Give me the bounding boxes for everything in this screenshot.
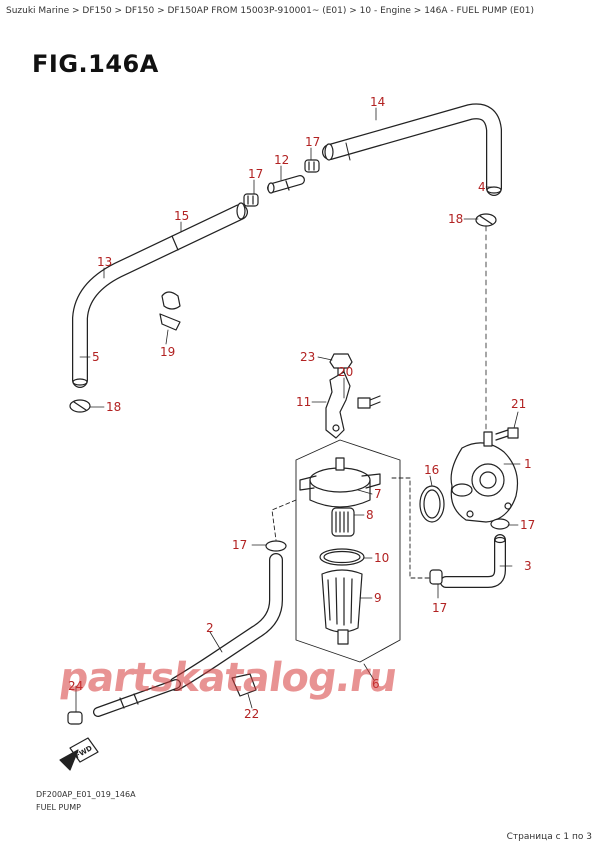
- clamp-18-part: [475, 213, 497, 433]
- element-8-part: [331, 507, 355, 537]
- callout-4: 4: [478, 180, 486, 194]
- clamp-18-part: [69, 399, 91, 413]
- clamp-17-part: [429, 569, 443, 585]
- hose-14-part: [322, 103, 502, 196]
- callout-22: 22: [244, 707, 259, 721]
- pipe-12-part: [267, 175, 305, 194]
- watermark: partskatalog.ru: [56, 655, 400, 701]
- filter-frame: [271, 439, 433, 663]
- callout-12: 12: [274, 153, 289, 167]
- clamp-17-part: [490, 518, 510, 530]
- clip-19-part: [159, 291, 181, 331]
- footer-code: DF200AP_E01_019_146A: [36, 790, 136, 799]
- o-ring-10-part: [319, 548, 365, 566]
- callout-17: 17: [248, 167, 263, 181]
- fuel-pump-1-part: [450, 431, 519, 523]
- callout-2: 2: [206, 621, 214, 635]
- hose-2-part: [169, 553, 283, 691]
- callout-21: 21: [511, 397, 526, 411]
- callout-18: 18: [448, 212, 463, 226]
- clamp-17-part: [304, 159, 320, 173]
- callout-17: 17: [232, 538, 247, 552]
- callout-9: 9: [374, 591, 382, 605]
- callout-7: 7: [374, 487, 382, 501]
- hose-15-part: [72, 202, 248, 388]
- callout-5: 5: [92, 350, 100, 364]
- cup-9-part: [321, 569, 363, 645]
- clip-22-part: [231, 673, 257, 697]
- fwd-arrow-icon: [59, 737, 99, 771]
- callout-20: 20: [338, 365, 353, 379]
- callout-24: 24: [68, 679, 83, 693]
- clamp-17-part: [265, 540, 287, 552]
- callout-18: 18: [106, 400, 121, 414]
- breadcrumb: Suzuki Marine > DF150 > DF150 > DF150AP …: [6, 6, 535, 16]
- callout-17: 17: [305, 135, 320, 149]
- leader-lines: [75, 107, 521, 713]
- callout-10: 10: [374, 551, 389, 565]
- joint-24-part: [67, 679, 181, 725]
- callout-17: 17: [520, 518, 535, 532]
- filter-cap-7-part: [299, 457, 381, 508]
- callout-19: 19: [160, 345, 175, 359]
- footer-caption: FUEL PUMP: [36, 803, 81, 812]
- callout-15: 15: [174, 209, 189, 223]
- bolt-20-part: [357, 395, 381, 409]
- callout-23: 23: [300, 350, 315, 364]
- callout-13: 13: [97, 255, 112, 269]
- callout-1: 1: [524, 457, 532, 471]
- figure-title: FIG.146A: [32, 50, 159, 78]
- callout-16: 16: [424, 463, 439, 477]
- callout-11: 11: [296, 395, 311, 409]
- callout-6: 6: [372, 677, 380, 691]
- callout-14: 14: [370, 95, 385, 109]
- callouts: 14 17 12 17 15 4 18 13 5 19 18 23 20 11 …: [68, 95, 535, 721]
- callout-3: 3: [524, 559, 532, 573]
- o-ring-16-part: [419, 485, 445, 523]
- hose-3-part: [440, 534, 506, 588]
- bracket-11-part: [325, 371, 351, 439]
- callout-8: 8: [366, 508, 374, 522]
- clamp-17-part: [243, 193, 259, 207]
- bolt-21-part: [495, 427, 519, 441]
- callout-17: 17: [432, 601, 447, 615]
- page-info: Страница с 1 по 3: [506, 832, 592, 842]
